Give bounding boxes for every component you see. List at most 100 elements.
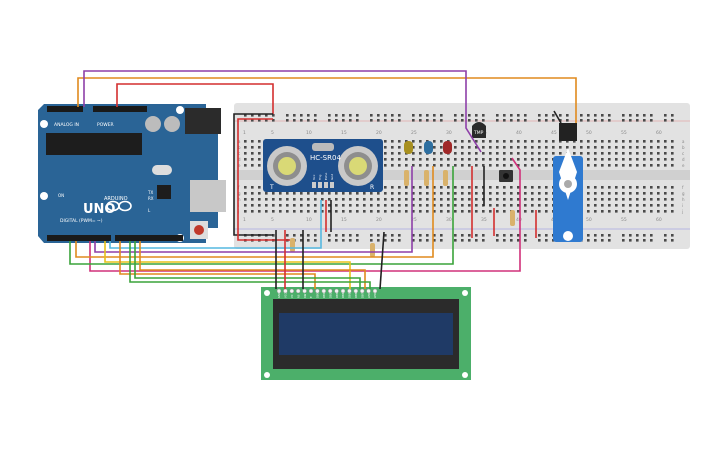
breadboard-hole (384, 164, 387, 167)
breadboard-hole (300, 234, 303, 237)
breadboard-hole (398, 164, 401, 167)
breadboard-hole (510, 198, 513, 201)
pushbutton[interactable] (499, 170, 513, 182)
breadboard-hole (587, 210, 590, 213)
breadboard-hole (321, 192, 324, 195)
breadboard-hole (391, 198, 394, 201)
breadboard-hole (328, 198, 331, 201)
breadboard-hole (608, 164, 611, 167)
breadboard-hole (342, 234, 345, 237)
breadboard-hole (587, 186, 590, 189)
row-letter: c (682, 151, 684, 156)
breadboard-hole (356, 119, 359, 122)
breadboard-hole (440, 192, 443, 195)
breadboard-hole (538, 114, 541, 117)
lcd-pin-label: LED+ (367, 291, 371, 298)
breadboard-hole (349, 119, 352, 122)
breadboard-hole (265, 198, 268, 201)
lcd-pin (360, 288, 365, 294)
column-number: 60 (656, 130, 662, 136)
column-number: 55 (621, 217, 627, 223)
breadboard-hole (265, 210, 268, 213)
breadboard-hole (643, 119, 646, 122)
breadboard-hole (412, 158, 415, 161)
breadboard-hole (545, 204, 548, 207)
breadboard-hole (398, 158, 401, 161)
breadboard-hole (601, 164, 604, 167)
breadboard-hole (356, 192, 359, 195)
breadboard-hole (384, 239, 387, 242)
breadboard-hole (391, 164, 394, 167)
breadboard-hole (461, 164, 464, 167)
breadboard-hole (398, 146, 401, 149)
ultrasonic-pin-label: Echo (324, 173, 328, 180)
breadboard-hole (545, 146, 548, 149)
breadboard-hole (615, 158, 618, 161)
column-number: 55 (621, 130, 627, 136)
breadboard-hole (587, 239, 590, 242)
analog-in-label: ANALOG IN (54, 122, 79, 128)
breadboard-hole (664, 152, 667, 155)
breadboard-hole (244, 186, 247, 189)
breadboard-hole (363, 192, 366, 195)
breadboard-hole (587, 164, 590, 167)
usb-port (190, 180, 226, 212)
breadboard-hole (433, 234, 436, 237)
breadboard-hole (517, 158, 520, 161)
breadboard-hole (391, 146, 394, 149)
breadboard-hole (272, 204, 275, 207)
breadboard-hole (594, 140, 597, 143)
breadboard-hole (426, 204, 429, 207)
breadboard-hole (468, 152, 471, 155)
row-letter: b (238, 145, 241, 150)
row-letter: h (682, 197, 685, 202)
breadboard-hole (489, 186, 492, 189)
breadboard-hole (482, 146, 485, 149)
breadboard-hole (370, 239, 373, 242)
breadboard-hole (531, 192, 534, 195)
breadboard-hole (608, 152, 611, 155)
breadboard-hole (517, 119, 520, 122)
breadboard-hole (279, 192, 282, 195)
breadboard-hole (447, 204, 450, 207)
breadboard-hole (587, 198, 590, 201)
power-header (93, 106, 147, 112)
breadboard-hole (671, 192, 674, 195)
breadboard-hole (461, 186, 464, 189)
breadboard-hole (538, 239, 541, 242)
breadboard-hole (475, 234, 478, 237)
breadboard-hole (412, 152, 415, 155)
breadboard-hole (594, 114, 597, 117)
breadboard-hole (594, 158, 597, 161)
breadboard-hole (650, 186, 653, 189)
breadboard-hole (300, 239, 303, 242)
breadboard-hole (587, 234, 590, 237)
breadboard-hole (440, 119, 443, 122)
breadboard-hole (370, 234, 373, 237)
breadboard-hole (594, 146, 597, 149)
breadboard-hole (671, 152, 674, 155)
breadboard-hole (524, 146, 527, 149)
power-jack (185, 108, 221, 134)
breadboard-hole (496, 186, 499, 189)
breadboard-hole (489, 146, 492, 149)
breadboard-hole (426, 192, 429, 195)
column-number: 25 (411, 130, 417, 136)
breadboard-hole (349, 198, 352, 201)
breadboard-hole (314, 114, 317, 117)
breadboard-hole (307, 204, 310, 207)
breadboard-hole (244, 114, 247, 117)
breadboard-hole (615, 146, 618, 149)
breadboard-hole (272, 119, 275, 122)
breadboard-hole (426, 158, 429, 161)
breadboard-hole (496, 234, 499, 237)
breadboard-hole (566, 114, 569, 117)
breadboard-hole (524, 204, 527, 207)
breadboard-hole (489, 164, 492, 167)
breadboard-hole (538, 186, 541, 189)
breadboard-hole (377, 114, 380, 117)
breadboard-hole (419, 119, 422, 122)
breadboard-hole (391, 140, 394, 143)
resistor (404, 170, 409, 186)
wire-black-7 (553, 110, 562, 124)
